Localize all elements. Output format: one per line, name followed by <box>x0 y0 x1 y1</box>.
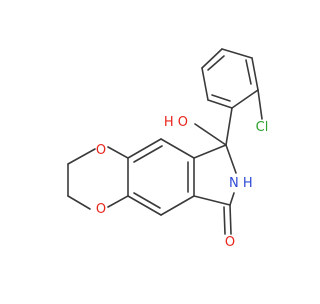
atom-label-chlorine: Cl <box>256 120 269 135</box>
atom-labels: O O H O N H O Cl <box>96 115 268 250</box>
bond-lines <box>67 48 263 235</box>
atom-label-carbonyl-o: O <box>225 235 235 250</box>
atom-label-nh: N H <box>229 176 253 191</box>
molecule-structure: O O H O N H O Cl <box>67 48 268 250</box>
atom-label-o-ring-top: O <box>96 143 106 158</box>
atom-label-hydroxyl: H O <box>164 115 188 130</box>
molecule-canvas: O O H O N H O Cl <box>67 48 268 250</box>
atom-label-o-ring-bottom: O <box>96 202 106 217</box>
